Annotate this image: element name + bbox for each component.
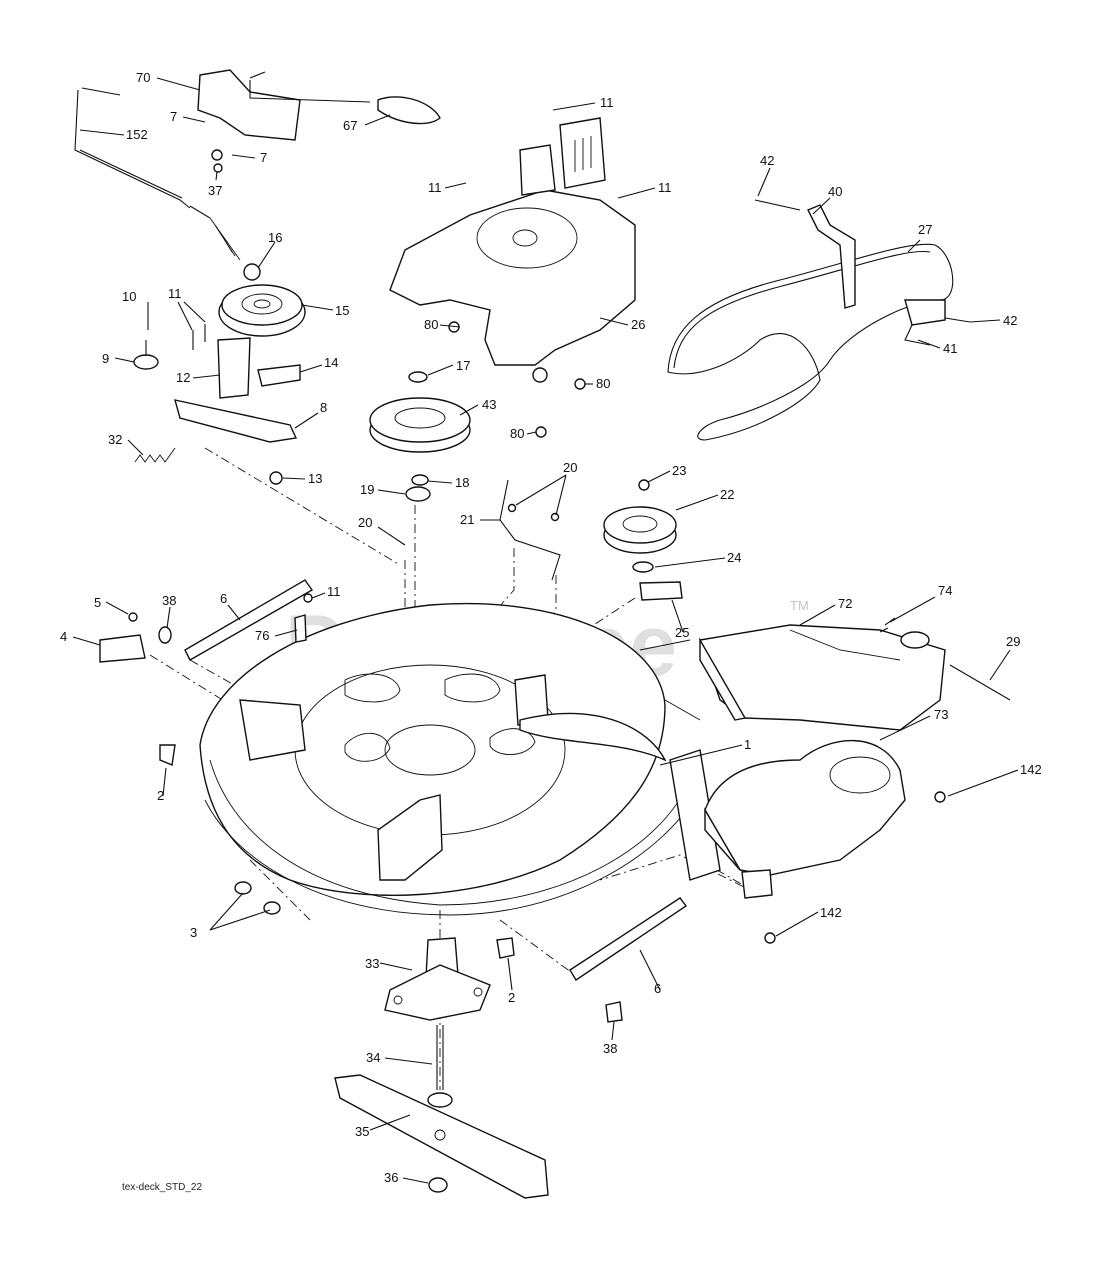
main-pulley-stack bbox=[369, 371, 471, 502]
callout-36[interactable]: 36 bbox=[384, 1170, 398, 1185]
callout-152[interactable]: 152 bbox=[126, 127, 148, 142]
callout-13[interactable]: 13 bbox=[308, 471, 322, 486]
callout-42[interactable]: 42 bbox=[1003, 313, 1017, 328]
callout-27[interactable]: 27 bbox=[918, 222, 932, 237]
callout-14[interactable]: 14 bbox=[324, 355, 338, 370]
callout-20[interactable]: 20 bbox=[358, 515, 372, 530]
deck-cover bbox=[389, 117, 636, 438]
callout-7[interactable]: 7 bbox=[170, 109, 177, 124]
belt-and-guide bbox=[667, 199, 971, 441]
idler-arm-assembly bbox=[133, 263, 306, 485]
callout-80[interactable]: 80 bbox=[510, 426, 524, 441]
lift-rod-assembly bbox=[74, 69, 441, 261]
callout-24[interactable]: 24 bbox=[727, 550, 741, 565]
callout-76[interactable]: 76 bbox=[255, 628, 269, 643]
callout-142[interactable]: 142 bbox=[1020, 762, 1042, 777]
callout-4[interactable]: 4 bbox=[60, 629, 67, 644]
callout-6[interactable]: 6 bbox=[654, 981, 661, 996]
callout-40[interactable]: 40 bbox=[828, 184, 842, 199]
callout-17[interactable]: 17 bbox=[456, 358, 470, 373]
discharge-chute bbox=[699, 617, 1011, 731]
callout-labels: 70 7 7 67 152 37 11 11 11 42 40 27 16 10… bbox=[60, 70, 1042, 1185]
callout-80[interactable]: 80 bbox=[596, 376, 610, 391]
callout-8[interactable]: 8 bbox=[320, 400, 327, 415]
callout-80[interactable]: 80 bbox=[424, 317, 438, 332]
callout-34[interactable]: 34 bbox=[366, 1050, 380, 1065]
callout-29[interactable]: 29 bbox=[1006, 634, 1020, 649]
callout-67[interactable]: 67 bbox=[343, 118, 357, 133]
callout-35[interactable]: 35 bbox=[355, 1124, 369, 1139]
callout-74[interactable]: 74 bbox=[938, 583, 952, 598]
callout-12[interactable]: 12 bbox=[176, 370, 190, 385]
leader-lines bbox=[72, 77, 1019, 1184]
callout-2[interactable]: 2 bbox=[508, 990, 515, 1005]
callout-37[interactable]: 37 bbox=[208, 183, 222, 198]
callout-73[interactable]: 73 bbox=[934, 707, 948, 722]
drawing-code: tex-deck_STD_22 bbox=[122, 1182, 202, 1193]
callout-41[interactable]: 41 bbox=[943, 341, 957, 356]
callout-5[interactable]: 5 bbox=[94, 595, 101, 610]
callout-43[interactable]: 43 bbox=[482, 397, 496, 412]
callout-142[interactable]: 142 bbox=[820, 905, 842, 920]
callout-33[interactable]: 33 bbox=[365, 956, 379, 971]
mower-deck-housing bbox=[199, 602, 721, 916]
mulch-cover bbox=[704, 739, 946, 944]
callout-3[interactable]: 3 bbox=[190, 925, 197, 940]
callout-11[interactable]: 11 bbox=[600, 95, 614, 110]
watermark-trademark: TM bbox=[790, 598, 809, 613]
callout-9[interactable]: 9 bbox=[102, 351, 109, 366]
callout-42[interactable]: 42 bbox=[760, 153, 774, 168]
front-hangers bbox=[99, 579, 314, 766]
callout-19[interactable]: 19 bbox=[360, 482, 374, 497]
callout-70[interactable]: 70 bbox=[136, 70, 150, 85]
callout-25[interactable]: 25 bbox=[675, 625, 689, 640]
callout-7[interactable]: 7 bbox=[260, 150, 267, 165]
callout-21[interactable]: 21 bbox=[460, 512, 474, 527]
callout-11[interactable]: 11 bbox=[168, 286, 182, 301]
callout-23[interactable]: 23 bbox=[672, 463, 686, 478]
callout-1[interactable]: 1 bbox=[744, 737, 751, 752]
callout-20[interactable]: 20 bbox=[563, 460, 577, 475]
callout-6[interactable]: 6 bbox=[220, 591, 227, 606]
callout-11[interactable]: 11 bbox=[327, 584, 341, 599]
callout-11[interactable]: 11 bbox=[658, 180, 672, 195]
callout-32[interactable]: 32 bbox=[108, 432, 122, 447]
callout-16[interactable]: 16 bbox=[268, 230, 282, 245]
callout-38[interactable]: 38 bbox=[162, 593, 176, 608]
callout-26[interactable]: 26 bbox=[631, 317, 645, 332]
callout-10[interactable]: 10 bbox=[122, 289, 136, 304]
callout-22[interactable]: 22 bbox=[720, 487, 734, 502]
callout-2[interactable]: 2 bbox=[157, 788, 164, 803]
callout-15[interactable]: 15 bbox=[335, 303, 349, 318]
callout-72[interactable]: 72 bbox=[838, 596, 852, 611]
callout-38[interactable]: 38 bbox=[603, 1041, 617, 1056]
callout-11[interactable]: 11 bbox=[428, 180, 442, 195]
spindle-and-blade bbox=[334, 897, 688, 1199]
right-idler-pulley bbox=[499, 479, 683, 601]
callout-18[interactable]: 18 bbox=[455, 475, 469, 490]
